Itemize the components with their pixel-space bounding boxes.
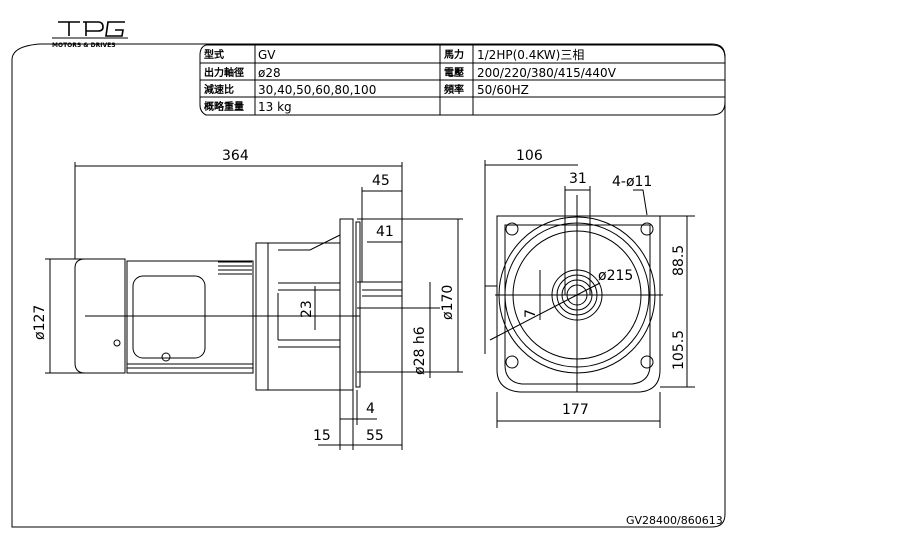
value-weight: 13 kg bbox=[258, 100, 292, 114]
drawing-number: GV28400/860613 bbox=[626, 514, 723, 527]
dim-41: 41 bbox=[376, 224, 394, 240]
label-power: 馬力 bbox=[444, 48, 464, 61]
dim-overall-length: 364 bbox=[222, 148, 249, 164]
logo-tagline: MOTORS & DRIVES bbox=[52, 42, 116, 49]
label-shaft: 出力軸徑 bbox=[204, 66, 244, 79]
label-voltage: 電壓 bbox=[444, 67, 464, 79]
dim-15: 15 bbox=[313, 428, 331, 444]
logo: MOTORS & DRIVES bbox=[50, 20, 130, 49]
front-view: 106 31 4-ø11 ø215 7 88.5 105.5 177 bbox=[484, 148, 695, 428]
spec-table: 型式 GV 馬力 1/2HP(0.4KW)三相 出力軸徑 ø28 電壓 200/… bbox=[199, 44, 726, 116]
dim-45: 45 bbox=[372, 173, 390, 189]
dim-7: 7 bbox=[523, 309, 539, 318]
dim-88-5: 88.5 bbox=[671, 245, 687, 276]
dim-55: 55 bbox=[366, 428, 384, 444]
label-ratio: 減速比 bbox=[204, 83, 234, 96]
logo-mark bbox=[58, 21, 125, 37]
value-ratio: 30,40,50,60,80,100 bbox=[258, 83, 376, 97]
value-voltage: 200/220/380/415/440V bbox=[477, 66, 617, 80]
label-frequency: 頻率 bbox=[444, 83, 464, 96]
value-frequency: 50/60HZ bbox=[477, 83, 529, 97]
label-model: 型式 bbox=[204, 48, 224, 61]
value-model: GV bbox=[258, 48, 276, 62]
label-weight: 概略重量 bbox=[204, 100, 244, 113]
drawing-frame bbox=[11, 43, 726, 528]
dim-dia-215: ø215 bbox=[598, 268, 633, 284]
dim-4: 4 bbox=[366, 401, 375, 417]
dim-holes: 4-ø11 bbox=[612, 174, 652, 190]
dim-23: 23 bbox=[299, 300, 315, 318]
side-view: 364 45 41 ø127 ø170 ø28 h6 23 4 15 55 bbox=[32, 148, 463, 450]
dim-dia-127: ø127 bbox=[32, 305, 48, 340]
value-power: 1/2HP(0.4KW)三相 bbox=[477, 48, 584, 62]
value-shaft: ø28 bbox=[258, 66, 281, 80]
dim-177: 177 bbox=[562, 402, 589, 418]
dim-105-5: 105.5 bbox=[671, 330, 687, 370]
dim-shaft-dia: ø28 h6 bbox=[412, 326, 428, 375]
dim-dia-170: ø170 bbox=[440, 285, 456, 320]
dim-106: 106 bbox=[516, 148, 543, 164]
dim-31: 31 bbox=[569, 171, 587, 187]
mounting-holes bbox=[505, 222, 654, 369]
